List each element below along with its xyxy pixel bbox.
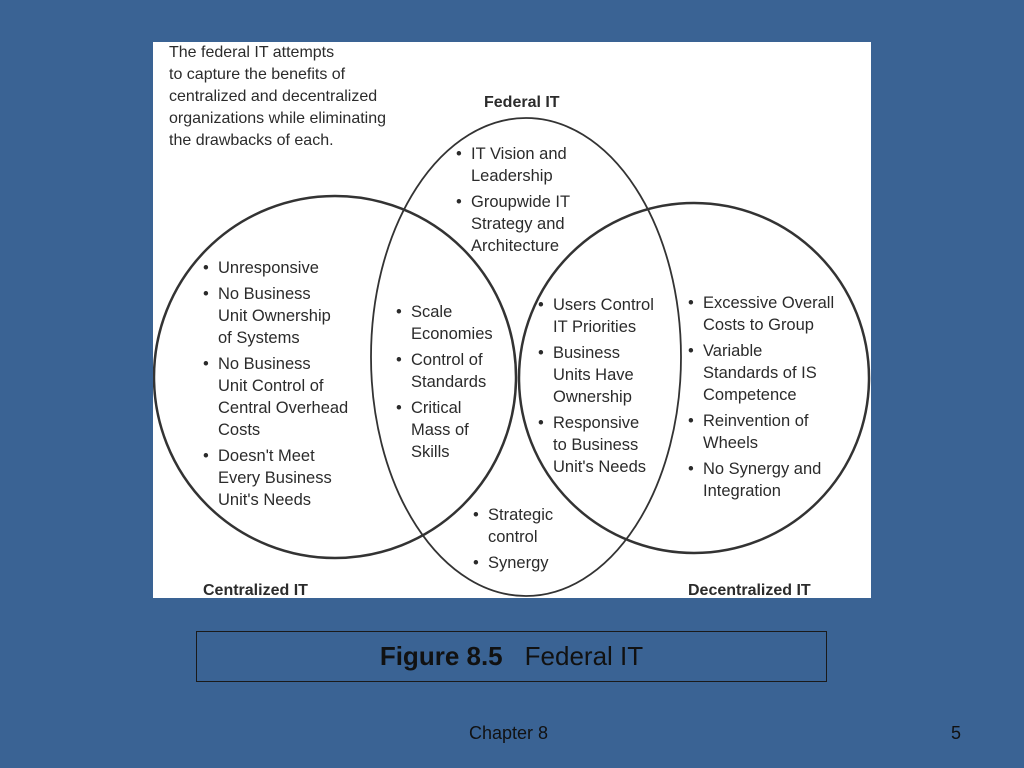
intro-text: The federal IT attempts to capture the b…: [169, 44, 387, 149]
list-item: Unresponsive: [203, 257, 348, 279]
figure-caption: Figure 8.5 Federal IT: [196, 631, 827, 682]
central-federal-overlap-list: Scale Economies Control of Standards Cri…: [396, 301, 493, 467]
list-item: No Business Unit Control of Central Over…: [203, 353, 348, 441]
list-item: Reinvention of Wheels: [688, 410, 834, 454]
list-item: Control of Standards: [396, 349, 493, 393]
decentralized-list: Excessive Overall Costs to Group Variabl…: [688, 292, 834, 506]
list-item: Scale Economies: [396, 301, 493, 345]
figure-title: Federal IT: [524, 641, 644, 671]
venn-circles: [153, 117, 871, 597]
list-item: Excessive Overall Costs to Group: [688, 292, 834, 336]
centralized-it-title: Centralized IT: [203, 582, 308, 598]
list-item: Groupwide IT Strategy and Architecture: [456, 191, 570, 257]
list-item: Users Control IT Priorities: [538, 294, 654, 338]
centralized-list: Unresponsive No Business Unit Ownership …: [203, 257, 348, 515]
list-item: Critical Mass of Skills: [396, 397, 493, 463]
venn-diagram-figure: The federal IT attempts to capture the b…: [153, 42, 871, 598]
list-item: Responsive to Business Unit's Needs: [538, 412, 654, 478]
footer-chapter: Chapter 8: [469, 723, 549, 743]
list-item: No Synergy and Integration: [688, 458, 834, 502]
federal-ellipse: [370, 117, 682, 597]
federal-it-title: Federal IT: [484, 94, 560, 111]
list-item: Business Units Have Ownership: [538, 342, 654, 408]
list-item: Strategic control: [473, 504, 553, 548]
figure-number: Figure 8.5: [379, 641, 503, 671]
decentralized-it-title: Decentralized IT: [688, 582, 811, 598]
list-item: Synergy: [473, 552, 553, 574]
list-item: Variable Standards of IS Competence: [688, 340, 834, 406]
decentralized-circle: [517, 201, 871, 555]
list-item: Doesn't Meet Every Business Unit's Needs: [203, 445, 348, 511]
list-item: No Business Unit Ownership of Systems: [203, 283, 348, 349]
federal-bottom-list: Strategic control Synergy: [473, 504, 553, 578]
federal-top-list: IT Vision and Leadership Groupwide IT St…: [456, 143, 570, 261]
centralized-circle: [153, 194, 518, 560]
federal-decentral-overlap-list: Users Control IT Priorities Business Uni…: [538, 294, 654, 482]
page-number: 5: [951, 723, 962, 743]
list-item: IT Vision and Leadership: [456, 143, 570, 187]
